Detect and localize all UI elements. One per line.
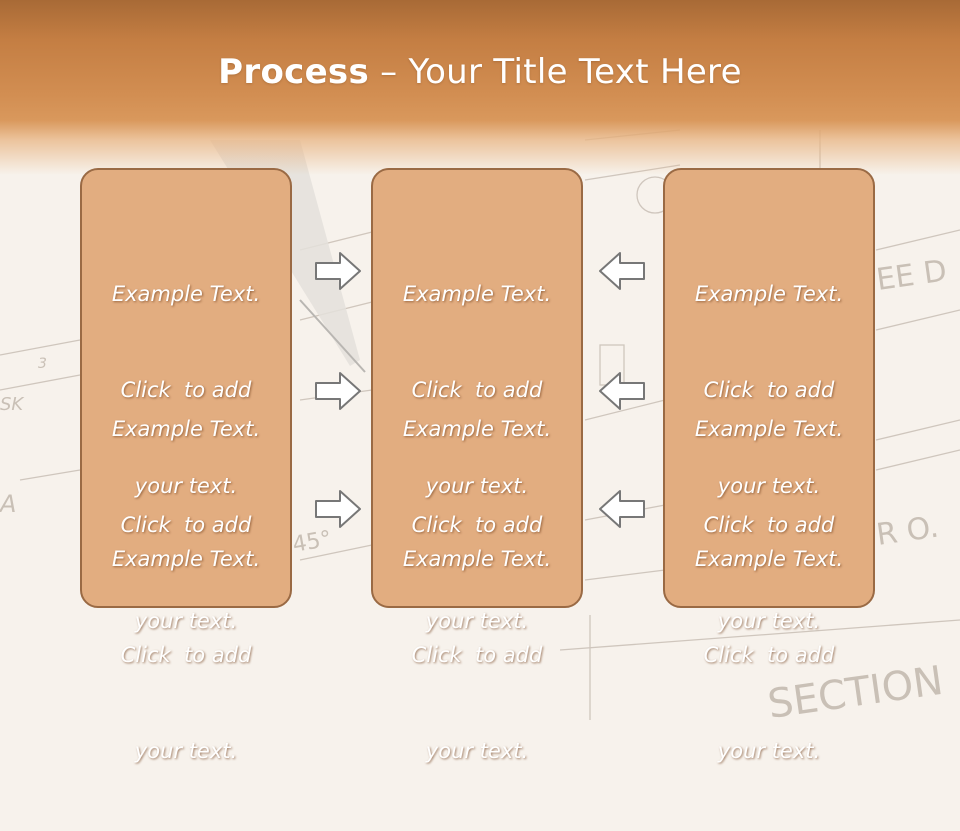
drawing-text-angle: 45° [291,527,334,558]
header-band [0,0,960,175]
drawing-text-a: A [0,490,16,518]
text-block[interactable]: Example Text. Click to add your text. [82,479,290,831]
text-line: your text. [425,474,529,498]
text-line: your text. [717,609,821,633]
text-line: Click to add [411,378,543,402]
text-block[interactable]: Example Text. Click to add your text. [373,214,581,566]
text-line: your text. [425,609,529,633]
left-arrow-icon [599,252,645,290]
text-line: Example Text. [694,417,844,441]
text-line: Example Text. [111,547,261,571]
text-line: Click to add [411,643,543,667]
text-block[interactable]: Example Text. Click to add your text. [82,349,290,701]
text-block[interactable]: Example Text. Click to add your text. [665,349,873,701]
left-arrow-icon [599,372,645,410]
text-line: Click to add [703,513,835,537]
text-line: Example Text. [111,417,261,441]
right-arrow-icon [315,372,361,410]
left-arrow-icon [599,490,645,528]
drawing-text-sk: SK [0,394,24,415]
text-block[interactable]: Example Text. Click to add your text. [82,214,290,566]
process-box-center[interactable]: Example Text. Click to add your text. Ex… [371,168,583,763]
text-block[interactable]: Example Text. Click to add your text. [665,214,873,566]
text-line: Example Text. [402,282,552,306]
process-box-left[interactable]: Example Text. Click to add your text. Ex… [80,168,292,763]
text-line: Click to add [120,513,252,537]
drawing-text-ro: R O. [874,510,941,553]
text-line: Example Text. [402,417,552,441]
drawing-text-3: 3 [38,356,47,372]
drawing-text-ee-d: EE D [874,253,949,297]
title-rest-text: – Your Title Text Here [369,52,742,92]
text-line: Example Text. [111,282,261,306]
right-arrow-icon [315,490,361,528]
text-line: Click to add [120,643,252,667]
text-line: your text. [717,739,821,763]
text-line: your text. [134,739,238,763]
text-line: your text. [134,609,238,633]
title-bold-text: Process [218,52,370,92]
text-block[interactable]: Example Text. Click to add your text. [665,479,873,831]
right-arrow-icon [315,252,361,290]
process-box-right[interactable]: Example Text. Click to add your text. Ex… [663,168,875,763]
text-line: Example Text. [402,547,552,571]
text-block[interactable]: Example Text. Click to add your text. [373,479,581,831]
slide-title[interactable]: Process – Your Title Text Here [0,52,960,92]
text-line: Example Text. [694,282,844,306]
text-line: Click to add [703,643,835,667]
text-line: your text. [425,739,529,763]
text-line: your text. [134,474,238,498]
text-block[interactable]: Example Text. Click to add your text. [373,349,581,701]
text-line: Click to add [703,378,835,402]
text-line: Click to add [411,513,543,537]
text-line: Example Text. [694,547,844,571]
text-line: your text. [717,474,821,498]
text-line: Click to add [120,378,252,402]
